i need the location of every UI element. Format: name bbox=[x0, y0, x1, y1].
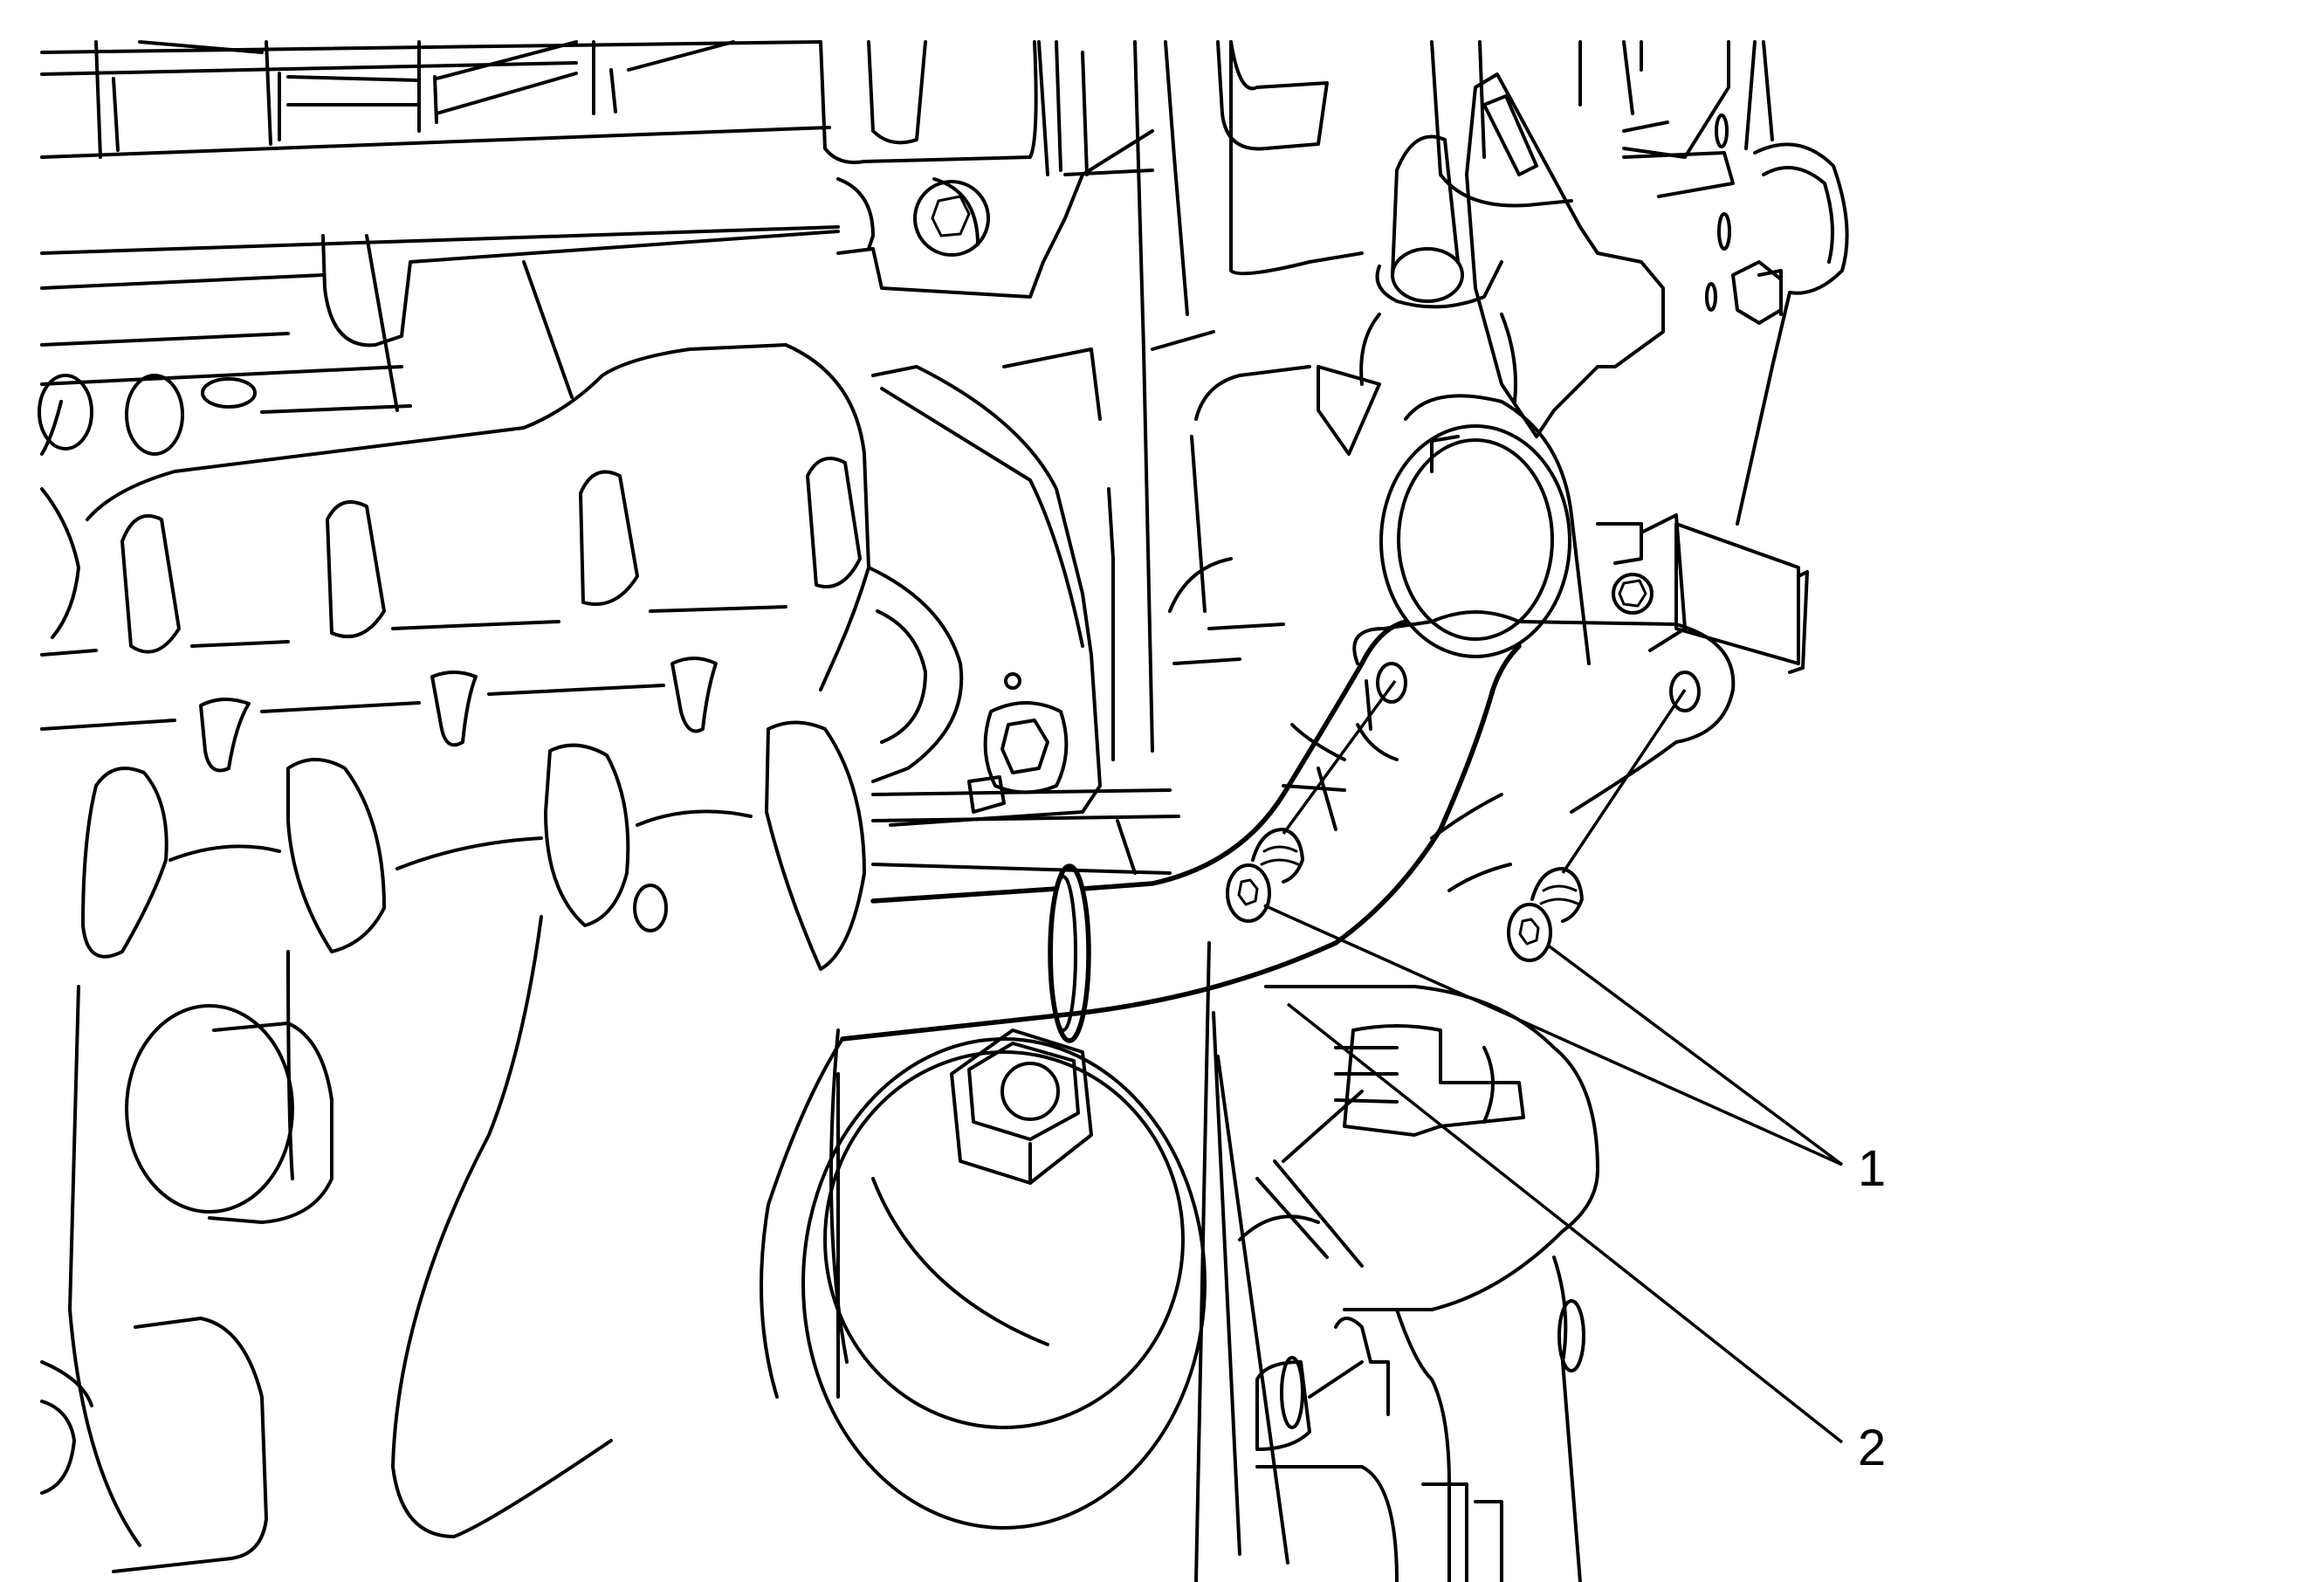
timing-cover bbox=[819, 40, 1215, 875]
callout-leaders bbox=[1263, 904, 1844, 1444]
leader-2 bbox=[1286, 1002, 1844, 1444]
coolant-pipe bbox=[840, 610, 1736, 1043]
callout-label-2: 2 bbox=[1858, 1420, 1887, 1476]
exhaust-manifold bbox=[38, 343, 870, 1573]
retaining-bolts bbox=[1226, 679, 1687, 962]
oil-filter-housing bbox=[760, 1028, 1207, 1530]
thermostat-housing bbox=[1164, 40, 1849, 674]
lower-bracket-area bbox=[1194, 941, 1599, 1582]
intake-manifold-grid bbox=[40, 40, 840, 412]
leader-1a bbox=[1263, 904, 1843, 1166]
leader-1b bbox=[1545, 943, 1844, 1166]
callout-label-1: 1 bbox=[1858, 1140, 1887, 1197]
